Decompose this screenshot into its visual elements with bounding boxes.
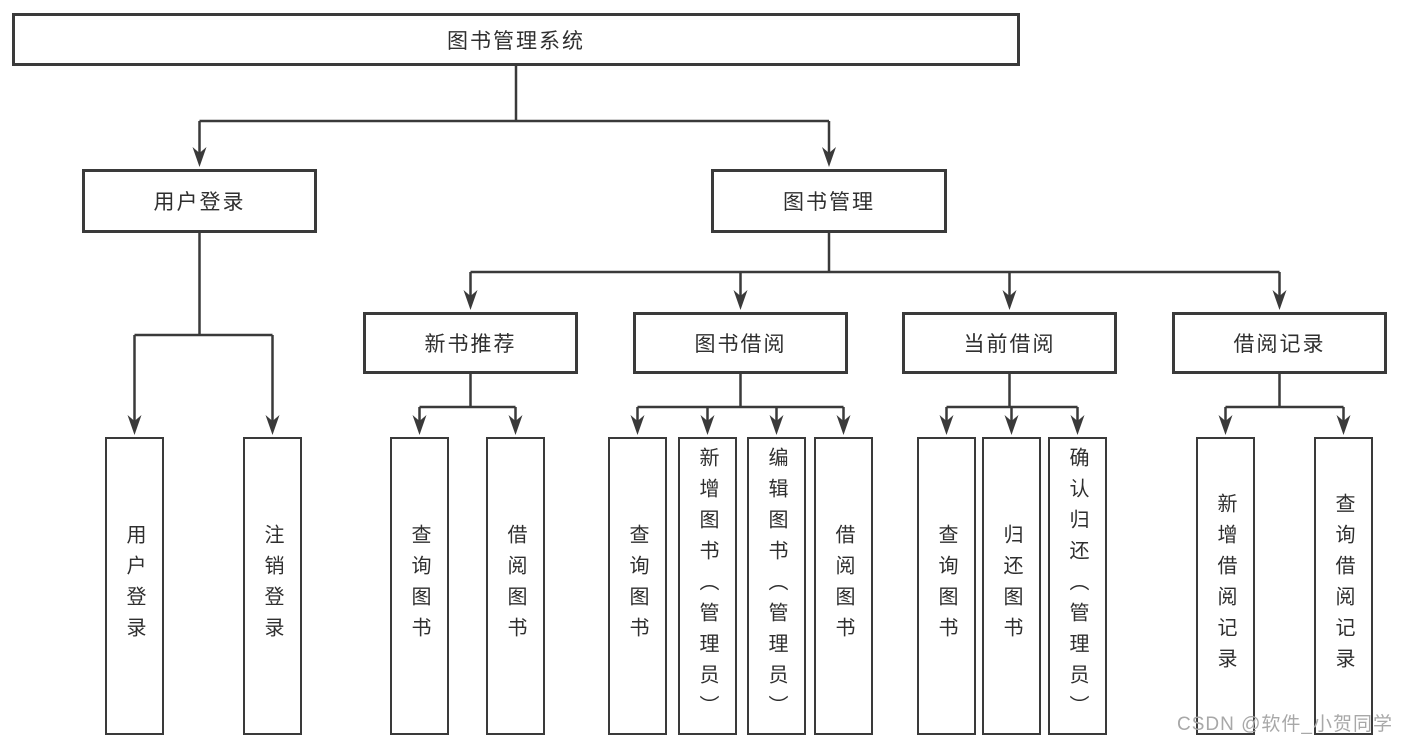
leaf-label: 新增图书（管理员） — [696, 446, 718, 726]
leaf-return-books: 归还图书 — [982, 437, 1041, 735]
leaf-query-books: 查询图书 — [390, 437, 449, 735]
leaf-query-borrow-record: 查询借阅记录 — [1314, 437, 1373, 735]
leaf-label: 归还图书 — [1000, 524, 1022, 648]
edge-book-borrow-to-leaves — [636, 374, 845, 421]
node-label: 当前借阅 — [963, 333, 1056, 356]
node-label: 图书借阅 — [694, 333, 787, 356]
leaf-label: 查询图书 — [626, 524, 648, 648]
leaf-label: 查询图书 — [935, 524, 957, 648]
node-label: 新书推荐 — [424, 333, 517, 356]
leaf-query-books-2: 查询图书 — [608, 437, 667, 735]
node-book-borrowing: 图书借阅 — [633, 312, 848, 374]
leaf-label: 注销登录 — [261, 524, 283, 648]
leaf-label: 借阅图书 — [832, 524, 854, 648]
node-book-management: 图书管理 — [711, 169, 947, 233]
edge-current-borrow-to-leaves — [945, 374, 1079, 421]
leaf-edit-books-admin: 编辑图书（管理员） — [747, 437, 806, 735]
leaf-logout-login: 注销登录 — [243, 437, 302, 735]
leaf-query-books-3: 查询图书 — [917, 437, 976, 735]
node-new-book-recommendation: 新书推荐 — [363, 312, 578, 374]
node-current-borrowing: 当前借阅 — [902, 312, 1117, 374]
node-label: 借阅记录 — [1233, 333, 1326, 356]
edge-user-login-to-leaves — [133, 233, 274, 421]
leaf-confirm-return-admin: 确认归还（管理员） — [1048, 437, 1107, 735]
node-label: 图书管理 — [783, 191, 875, 214]
node-label: 图书管理系统 — [447, 29, 585, 53]
node-user-login: 用户登录 — [82, 169, 317, 233]
leaf-label: 查询借阅记录 — [1332, 493, 1354, 679]
leaf-add-borrow-record: 新增借阅记录 — [1196, 437, 1255, 735]
edge-new-book-to-leaves — [418, 374, 517, 421]
csdn-watermark: CSDN @软件_小贺同学 — [1177, 714, 1393, 735]
leaf-label: 确认归还（管理员） — [1066, 446, 1088, 726]
leaf-label: 查询图书 — [408, 524, 430, 648]
leaf-label: 用户登录 — [123, 524, 145, 648]
node-label: 用户登录 — [153, 191, 246, 214]
leaf-label: 新增借阅记录 — [1214, 493, 1236, 679]
leaf-label: 借阅图书 — [504, 524, 526, 648]
node-library-management-system: 图书管理系统 — [12, 13, 1020, 66]
edge-book-management-to-level3 — [469, 233, 1281, 296]
edge-borrow-records-to-leaves — [1224, 374, 1345, 421]
leaf-user-login: 用户登录 — [105, 437, 164, 735]
leaf-add-books-admin: 新增图书（管理员） — [678, 437, 737, 735]
leaf-borrow-books: 借阅图书 — [486, 437, 545, 735]
leaf-borrow-books-2: 借阅图书 — [814, 437, 873, 735]
edge-root-to-level2 — [198, 66, 831, 153]
leaf-label: 编辑图书（管理员） — [765, 446, 787, 726]
node-borrowing-records: 借阅记录 — [1172, 312, 1387, 374]
